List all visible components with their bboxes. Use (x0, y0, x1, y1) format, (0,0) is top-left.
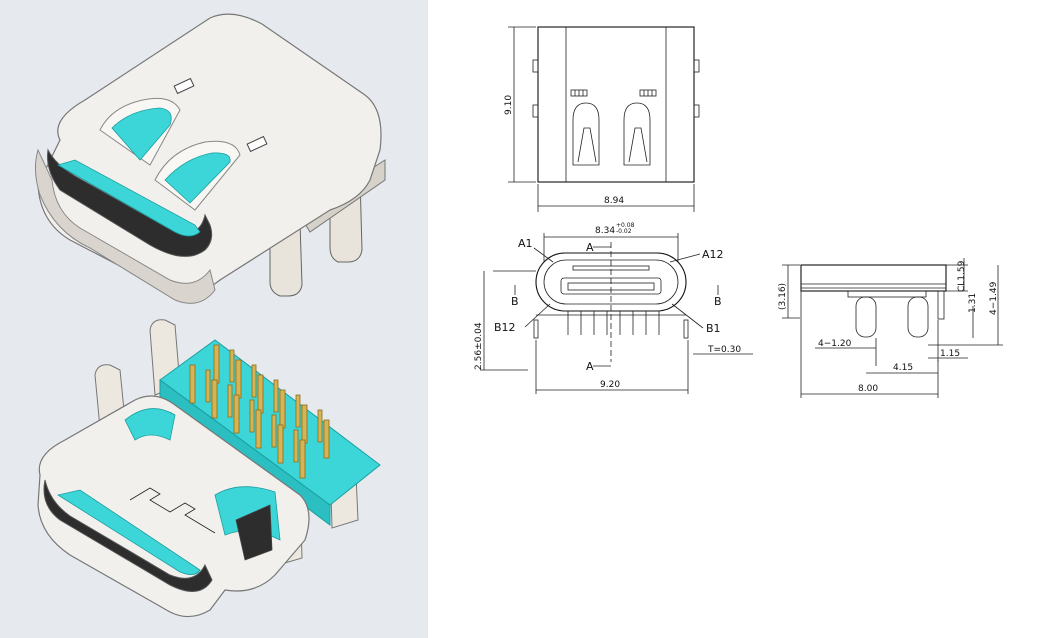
front-width-dim: 9.20 (600, 380, 620, 390)
opening-tol-plus: +0.08 (616, 222, 635, 229)
render-panel (0, 0, 428, 638)
section-a-bottom-label: A (586, 360, 594, 373)
pin-a1-label: A1 (518, 237, 533, 250)
pin-b1-label: B1 (706, 322, 721, 335)
pin-b12-label: B12 (494, 321, 516, 334)
front-height-dim: 2.56±0.04 (474, 322, 484, 370)
side-spacing-dim: 4.15 (893, 363, 913, 373)
top-view: 9.10 8.94 (504, 26, 700, 212)
connector-render-top (34, 13, 386, 304)
side-tail-dim: 1.15 (940, 349, 960, 359)
technical-drawing-panel: 9.10 8.94 (428, 0, 1041, 638)
pin-a12-label: A12 (702, 248, 724, 261)
opening-tol-minus: -0.02 (616, 228, 632, 235)
section-b-right-label: B (714, 295, 722, 308)
section-a-top-label: A (586, 241, 594, 254)
connector-render-bottom (37, 319, 381, 618)
side-leg-dim: 4−1.20 (818, 339, 852, 349)
section-b-left-label: B (511, 295, 519, 308)
side-length-dim: 8.00 (858, 384, 878, 394)
thickness-note: T=0.30 (707, 345, 741, 355)
side-ref-height-dim: (3.16) (778, 283, 788, 310)
chamfer-note: CL1.59 (957, 260, 967, 292)
top-view-width-dim: 8.94 (604, 196, 624, 206)
side-view: (3.16) CL1.59 1.31 4−1.49 4−1.20 1.15 4.… (778, 258, 1003, 398)
opening-width-dim: 8.34 (595, 226, 615, 236)
top-view-height-dim: 9.10 (504, 95, 514, 115)
front-view: A A B B 8.34 +0.08 -0.02 A1 A12 B12 B1 (474, 222, 753, 394)
side-pad-dim: 4−1.49 (989, 281, 999, 315)
side-offset-dim: 1.31 (968, 293, 978, 313)
pin-array (189, 344, 330, 479)
